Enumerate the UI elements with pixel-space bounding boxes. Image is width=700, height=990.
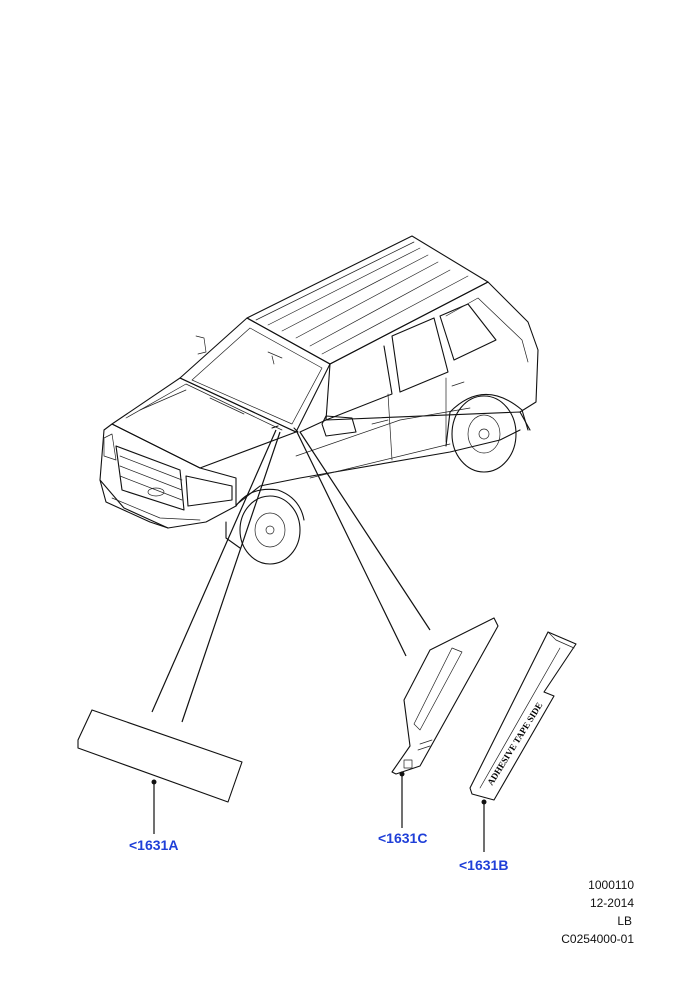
vehicle-illustration <box>99 235 539 565</box>
callout-1631a[interactable]: <1631A <box>129 837 179 853</box>
revision-date: 12-2014 <box>589 896 634 910</box>
illustration-id: C0254000-01 <box>561 932 634 946</box>
part-1631c-strip-drawing <box>391 617 499 828</box>
part-1631b-strip-drawing: ADHESIVE TAPE SIDE <box>469 631 577 852</box>
callout-1631b[interactable]: <1631B <box>459 857 509 873</box>
callout-1631c[interactable]: <1631C <box>378 830 428 846</box>
leader-lines <box>151 429 431 723</box>
market-code: LB <box>617 914 632 928</box>
part-1631a-label-drawing <box>77 709 243 834</box>
reference-number: 1000110 <box>588 878 634 892</box>
